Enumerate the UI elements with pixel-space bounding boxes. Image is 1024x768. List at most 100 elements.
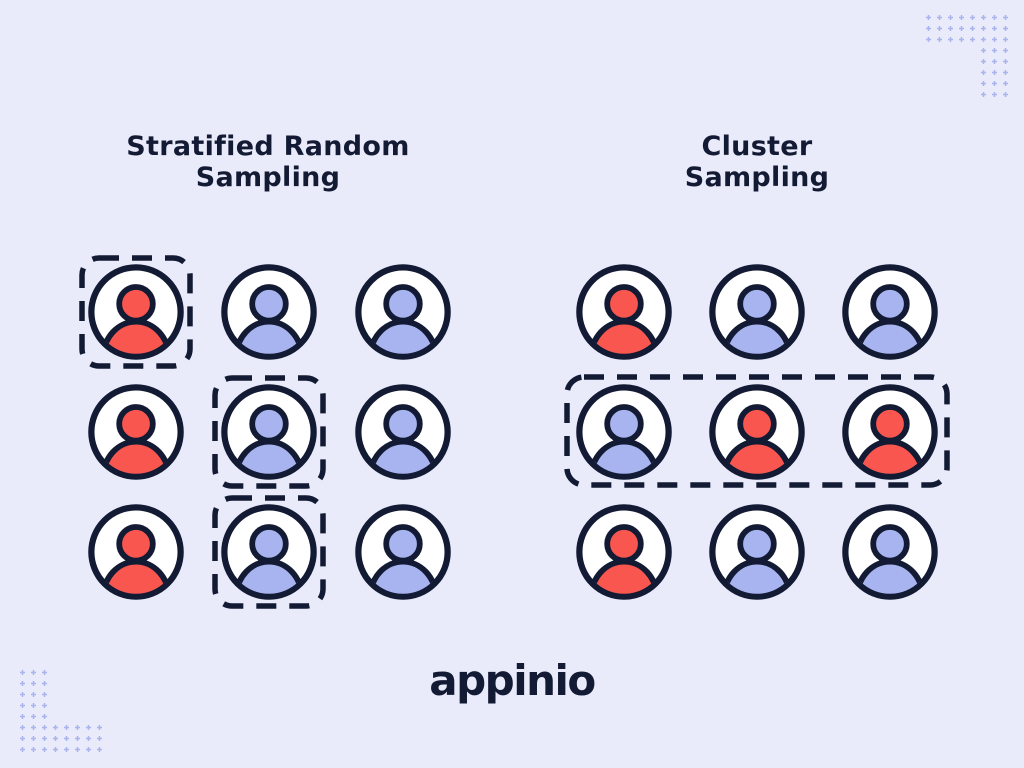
- dot-top-right: [937, 37, 942, 42]
- dashed-outline: [79, 255, 193, 369]
- dot-bottom-left: [53, 747, 58, 752]
- dot-bottom-left: [75, 736, 80, 741]
- cluster-person-blue-selected: [576, 384, 672, 480]
- dot-bottom-left: [86, 736, 91, 741]
- dot-top-right: [992, 70, 997, 75]
- dot-bottom-left: [86, 725, 91, 730]
- person-icon: [842, 504, 938, 600]
- dot-top-right: [992, 59, 997, 64]
- dot-bottom-left: [20, 736, 25, 741]
- cluster-person-red: [576, 504, 672, 600]
- dot-top-right: [981, 37, 986, 42]
- dot-top-right: [981, 81, 986, 86]
- dot-top-right: [948, 15, 953, 20]
- dot-bottom-left: [31, 714, 36, 719]
- dot-top-right: [926, 26, 931, 31]
- dot-bottom-left: [97, 747, 102, 752]
- person-icon: [842, 384, 938, 480]
- stratified-person-blue: [355, 504, 451, 600]
- dot-top-right: [992, 37, 997, 42]
- cluster-selection-box: [564, 374, 950, 492]
- dot-top-right: [948, 26, 953, 31]
- dot-bottom-left: [53, 725, 58, 730]
- stratified-person-red: [88, 384, 184, 480]
- cluster-person-blue: [709, 504, 805, 600]
- person-icon: [709, 264, 805, 360]
- person-icon: [221, 264, 317, 360]
- dot-bottom-left: [64, 747, 69, 752]
- dot-top-right: [926, 37, 931, 42]
- dot-top-right: [1003, 48, 1008, 53]
- dot-top-right: [1003, 15, 1008, 20]
- cluster-person-red-selected: [709, 384, 805, 480]
- dot-top-right: [981, 70, 986, 75]
- person-icon: [709, 504, 805, 600]
- dot-bottom-left: [42, 747, 47, 752]
- dot-top-right: [937, 26, 942, 31]
- stratified-person-red: [88, 504, 184, 600]
- dot-top-right: [970, 26, 975, 31]
- dot-top-right: [970, 15, 975, 20]
- dot-top-right: [959, 26, 964, 31]
- dot-bottom-left: [75, 747, 80, 752]
- cluster-title-line2: Sampling: [684, 162, 830, 193]
- dot-top-right: [981, 59, 986, 64]
- dot-top-right: [992, 15, 997, 20]
- dot-top-right: [937, 15, 942, 20]
- person-icon: [842, 264, 938, 360]
- dashed-outline: [212, 375, 326, 489]
- dot-top-right: [970, 37, 975, 42]
- dot-bottom-left: [64, 725, 69, 730]
- person-icon: [576, 504, 672, 600]
- person-icon: [221, 384, 317, 480]
- person-icon: [88, 384, 184, 480]
- stratified-person-blue-selected: [221, 384, 317, 480]
- stratified-title-line2: Sampling: [195, 162, 341, 193]
- dot-bottom-left: [31, 747, 36, 752]
- stratified-person-blue: [355, 384, 451, 480]
- person-icon: [221, 504, 317, 600]
- dot-top-right: [1003, 81, 1008, 86]
- dot-top-right: [1003, 37, 1008, 42]
- dot-top-right: [959, 15, 964, 20]
- dot-bottom-left: [31, 725, 36, 730]
- cluster-person-blue: [842, 504, 938, 600]
- person-icon: [355, 504, 451, 600]
- dot-bottom-left: [42, 714, 47, 719]
- dot-top-right: [992, 48, 997, 53]
- person-icon: [355, 264, 451, 360]
- dot-bottom-left: [42, 725, 47, 730]
- dashed-outline: [564, 374, 950, 488]
- dot-top-right: [948, 37, 953, 42]
- dot-bottom-left: [75, 725, 80, 730]
- cluster-person-red: [576, 264, 672, 360]
- stratified-person-red-selected: [88, 264, 184, 360]
- person-icon: [355, 384, 451, 480]
- dot-top-right: [992, 81, 997, 86]
- dot-bottom-left: [20, 747, 25, 752]
- cluster-person-blue: [709, 264, 805, 360]
- dot-bottom-left: [64, 736, 69, 741]
- cluster-person-blue: [842, 264, 938, 360]
- dot-bottom-left: [86, 747, 91, 752]
- dot-top-right: [926, 15, 931, 20]
- stratified-selection-box: [212, 495, 326, 613]
- dot-top-right: [981, 48, 986, 53]
- dashed-outline: [212, 495, 326, 609]
- appinio-logo: appinio: [429, 656, 596, 705]
- stratified-title-line1: Stratified Random: [126, 131, 410, 162]
- person-icon: [576, 264, 672, 360]
- stratified-person-blue-selected: [221, 504, 317, 600]
- person-icon: [576, 384, 672, 480]
- person-icon: [709, 384, 805, 480]
- person-icon: [88, 504, 184, 600]
- cluster-title-line1: Cluster: [701, 131, 813, 162]
- dot-bottom-left: [20, 725, 25, 730]
- stratified-selection-box: [79, 255, 193, 373]
- stratified-selection-box: [212, 375, 326, 493]
- dot-top-right: [1003, 70, 1008, 75]
- dot-top-right: [981, 92, 986, 97]
- dot-bottom-left: [53, 736, 58, 741]
